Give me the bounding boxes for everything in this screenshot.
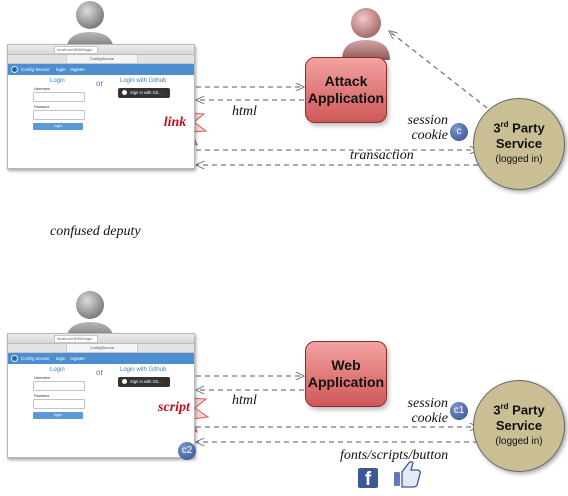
cookie-label: cookie (411, 411, 448, 426)
service-title-line2: Service (495, 418, 543, 433)
attack-app-line2: Application (307, 90, 385, 106)
site-brand[interactable]: Config Secure (21, 67, 50, 72)
github-icon (122, 90, 127, 95)
gear-icon (11, 355, 18, 362)
web-app-line2: Application (307, 374, 385, 390)
address-bar[interactable]: localhost:8080/login (54, 46, 98, 54)
site-navbar: Config Secure login register (8, 353, 194, 364)
cookie-label: cookie (411, 128, 448, 143)
github-signin-button[interactable]: Sign in with Git... (118, 377, 170, 387)
site-navbar: Config Secure login register (8, 64, 194, 75)
username-input[interactable] (33, 381, 85, 391)
attacker-user-icon (342, 8, 390, 60)
browser-window-top: localhost:8080/login ConfigSecure Config… (7, 44, 195, 169)
or-label: or (96, 79, 104, 88)
html-label: html (232, 393, 257, 408)
cookie-badge-c1: c1 (450, 402, 468, 420)
facebook-icon: f (358, 468, 378, 488)
service-status: (logged in) (495, 154, 543, 165)
cookie-badge-c: c (450, 123, 468, 141)
login-page: Login Username Password login or Login w… (8, 364, 194, 456)
site-brand[interactable]: Config Secure (21, 356, 50, 361)
browser-window-bottom: localhost:8080/login ConfigSecure Config… (7, 333, 195, 458)
browser-tabbar: ConfigSecure (8, 55, 194, 64)
link-label: link (163, 115, 187, 130)
session-label: session (407, 396, 448, 411)
gear-icon (11, 66, 18, 73)
github-signin-label: Sign in with Git... (130, 379, 162, 384)
attack-app-line1: Attack (324, 73, 368, 89)
attack-application-box: Attack Application (305, 57, 387, 123)
session-label: session (407, 113, 448, 128)
github-login-title: Login with Github (120, 367, 167, 373)
arrow-service-to-attacker (389, 31, 488, 109)
login-button[interactable]: login (33, 412, 83, 419)
address-bar[interactable]: localhost:8080/login (54, 335, 98, 343)
or-label: or (96, 368, 104, 377)
username-input[interactable] (33, 92, 85, 102)
browser-titlebar: localhost:8080/login (8, 45, 194, 60)
github-signin-button[interactable]: Sign in with Git... (118, 88, 170, 98)
third-party-service-bottom: 3rd Party Service (logged in) (473, 380, 565, 472)
password-label: Password (34, 394, 50, 398)
github-icon (122, 379, 127, 384)
browser-titlebar: localhost:8080/login (8, 334, 194, 349)
github-signin-label: Sign in with Git... (130, 90, 162, 95)
service-title-line1: 3rd Party (493, 120, 545, 136)
nav-register-link[interactable]: register (70, 356, 86, 361)
username-label: Username (34, 87, 51, 91)
browser-tabbar: ConfigSecure (8, 344, 194, 353)
github-login-title: Login with Github (120, 78, 167, 84)
username-label: Username (34, 376, 51, 380)
password-label: Password (34, 105, 50, 109)
nav-register-link[interactable]: register (70, 67, 86, 72)
service-title-line2: Service (495, 136, 543, 151)
html-label: html (232, 104, 257, 119)
thumbs-up-icon (394, 461, 421, 488)
password-input[interactable] (33, 110, 85, 120)
cookie-badge-c2: c2 (178, 442, 196, 460)
nav-login-link[interactable]: login (56, 67, 66, 72)
web-application-box: Web Application (305, 341, 387, 407)
login-button[interactable]: login (33, 123, 83, 130)
nav-login-link[interactable]: login (56, 356, 66, 361)
resources-label: fonts/scripts/button (340, 448, 449, 463)
login-title: Login (50, 367, 65, 373)
browser-tab[interactable]: ConfigSecure (66, 55, 138, 63)
password-input[interactable] (33, 399, 85, 409)
third-party-service-top: 3rd Party Service (logged in) (473, 98, 565, 190)
browser-tab[interactable]: ConfigSecure (66, 344, 138, 352)
confused-deputy-caption: confused deputy (50, 224, 141, 239)
login-page: Login Username Password login or Login w… (8, 75, 194, 167)
service-status: (logged in) (495, 436, 543, 447)
web-app-line1: Web (331, 357, 361, 373)
transaction-label: transaction (350, 148, 414, 163)
login-title: Login (50, 78, 65, 84)
service-title-line1: 3rd Party (493, 402, 545, 418)
script-label: script (158, 400, 190, 415)
